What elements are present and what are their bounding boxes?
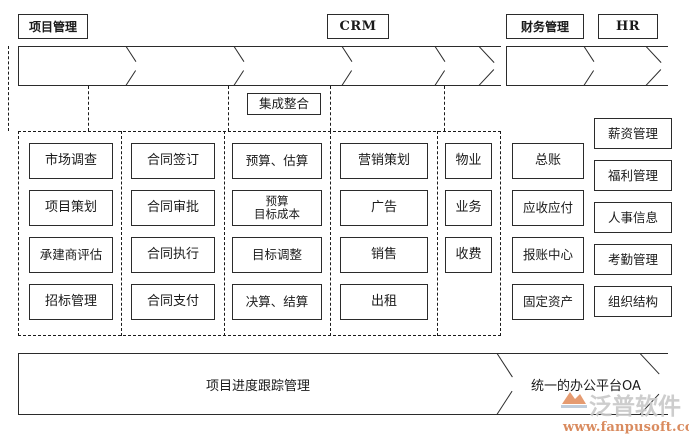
- tab-crm[interactable]: CRM: [327, 14, 389, 39]
- module-label: 业务: [455, 199, 482, 215]
- module-label: 总账: [534, 152, 561, 168]
- module-label: 组织结构: [607, 293, 658, 309]
- module-label: 目标调整: [251, 247, 302, 262]
- footer-nose: [640, 353, 668, 415]
- module-market-research[interactable]: 市场调查: [29, 143, 113, 179]
- footer-label: 项目进度跟踪管理: [205, 378, 310, 394]
- dashed-connector-col3: [228, 86, 229, 131]
- module-budget-target-cost[interactable]: 预算 目标成本: [232, 190, 322, 226]
- module-label: 报账中心: [522, 247, 573, 262]
- dashed-connector-col4: [330, 86, 331, 131]
- band-separator-5: [584, 46, 602, 86]
- module-label: 合同支付: [146, 293, 199, 309]
- module-label: 市场调查: [44, 152, 97, 168]
- module-label: 物业: [455, 152, 482, 168]
- footer-label: 统一的办公平台OA: [531, 378, 641, 394]
- watermark-url: www.fanpusoft.com: [563, 420, 689, 435]
- tab-project-management[interactable]: 项目管理: [18, 14, 88, 39]
- module-welfare-management[interactable]: 福利管理: [594, 160, 672, 191]
- module-label: 固定资产: [522, 294, 573, 309]
- tab-label: 财务管理: [520, 20, 569, 34]
- module-contract-approval[interactable]: 合同审批: [131, 190, 215, 226]
- integration-label: 集成整合: [258, 96, 309, 111]
- module-sales[interactable]: 销售: [340, 237, 428, 273]
- dashed-connector-col2: [88, 86, 89, 131]
- band-left-nose: [479, 46, 501, 86]
- module-label: 广告: [370, 199, 397, 215]
- module-organization-structure[interactable]: 组织结构: [594, 286, 672, 317]
- footer-office-platform[interactable]: 统一的办公平台OA: [521, 353, 651, 415]
- band-separator-2: [234, 46, 252, 86]
- module-label: 考勤管理: [607, 251, 658, 267]
- footer-progress-tracking[interactable]: 项目进度跟踪管理: [18, 353, 498, 415]
- module-label: 薪资管理: [607, 125, 658, 141]
- module-attendance-management[interactable]: 考勤管理: [594, 244, 672, 275]
- module-label: 应收应付: [522, 200, 573, 215]
- module-label: 人事信息: [607, 209, 658, 225]
- module-label: 承建商评估: [39, 247, 103, 262]
- module-project-planning[interactable]: 项目策划: [29, 190, 113, 226]
- band-separator-3: [342, 46, 360, 86]
- module-label: 项目策划: [44, 199, 97, 215]
- tab-finance-management[interactable]: 财务管理: [506, 14, 584, 39]
- panel-divider-1: [121, 131, 122, 336]
- module-target-adjustment[interactable]: 目标调整: [232, 237, 322, 273]
- band-separator-1: [126, 46, 144, 86]
- module-receivable-payable[interactable]: 应收应付: [512, 190, 584, 226]
- tab-label: 项目管理: [28, 20, 77, 34]
- module-property[interactable]: 物业: [445, 143, 492, 179]
- footer-separator: [497, 353, 525, 415]
- module-label: 预算、估算: [245, 153, 309, 168]
- module-label: 合同审批: [146, 199, 199, 215]
- module-fixed-assets[interactable]: 固定资产: [512, 284, 584, 320]
- module-label: 合同执行: [146, 246, 199, 262]
- band-separator-4: [435, 46, 453, 86]
- tab-label: CRM: [339, 19, 377, 34]
- module-expense-center[interactable]: 报账中心: [512, 237, 584, 273]
- panel-divider-4: [437, 131, 438, 336]
- module-personnel-info[interactable]: 人事信息: [594, 202, 672, 233]
- module-contract-execution[interactable]: 合同执行: [131, 237, 215, 273]
- module-budget-estimate[interactable]: 预算、估算: [232, 143, 322, 179]
- dashed-connector-col1: [8, 46, 9, 131]
- module-salary-management[interactable]: 薪资管理: [594, 118, 672, 149]
- module-label: 合同签订: [146, 152, 199, 168]
- module-property-business[interactable]: 业务: [445, 190, 492, 226]
- module-bidding-management[interactable]: 招标管理: [29, 284, 113, 320]
- module-advertising[interactable]: 广告: [340, 190, 428, 226]
- module-marketing-planning[interactable]: 营销策划: [340, 143, 428, 179]
- tab-hr[interactable]: HR: [598, 14, 658, 39]
- module-general-ledger[interactable]: 总账: [512, 143, 584, 179]
- module-contract-payment[interactable]: 合同支付: [131, 284, 215, 320]
- module-label: 招标管理: [44, 293, 97, 309]
- tab-label: HR: [615, 19, 641, 34]
- module-property-fee[interactable]: 收费: [445, 237, 492, 273]
- process-band-left: [18, 46, 501, 86]
- module-leasing[interactable]: 出租: [340, 284, 428, 320]
- integration-box[interactable]: 集成整合: [247, 93, 321, 115]
- module-label: 决算、结算: [245, 294, 309, 309]
- module-label: 营销策划: [357, 152, 410, 168]
- band-right-nose: [646, 46, 668, 86]
- module-label: 出租: [370, 293, 397, 309]
- footer-band: [18, 353, 668, 415]
- module-label: 福利管理: [607, 167, 658, 183]
- panel-divider-2: [224, 131, 225, 336]
- module-final-settlement[interactable]: 决算、结算: [232, 284, 322, 320]
- panel-divider-3: [330, 131, 331, 336]
- module-contract-signing[interactable]: 合同签订: [131, 143, 215, 179]
- module-panel: [18, 131, 501, 336]
- module-label: 收费: [455, 246, 482, 262]
- module-contractor-evaluation[interactable]: 承建商评估: [29, 237, 113, 273]
- dashed-connector-col5: [444, 86, 445, 131]
- module-label: 销售: [370, 246, 397, 262]
- module-label: 预算 目标成本: [254, 194, 300, 221]
